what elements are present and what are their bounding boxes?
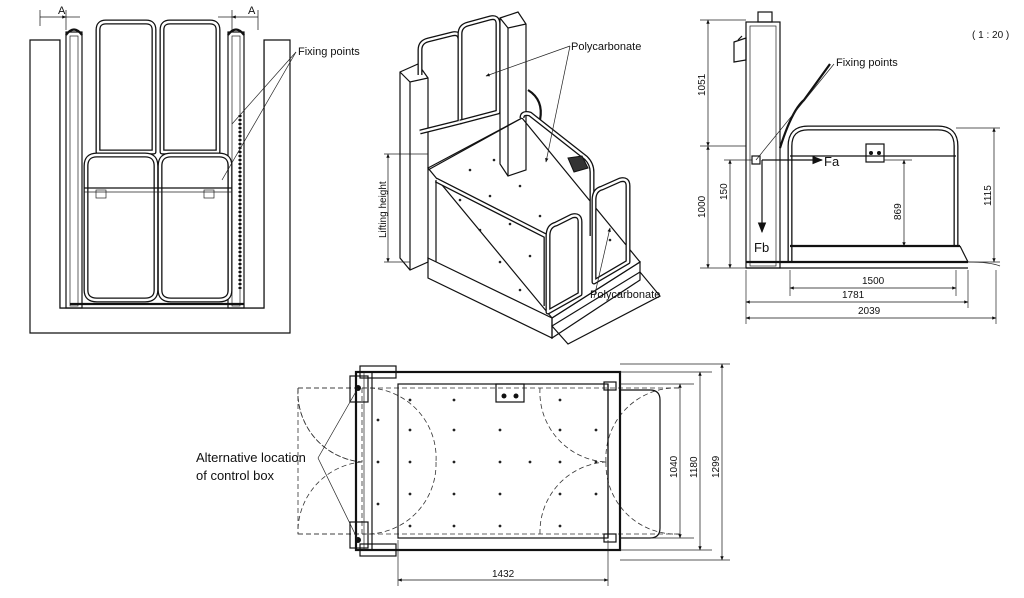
plan-frame — [354, 370, 622, 552]
dim-1500: 1500 — [862, 276, 885, 287]
side-fixing-points-label: Fixing points — [836, 57, 898, 69]
plan-view: Alternative location of control box 1432… — [196, 363, 730, 586]
iso-ramp — [551, 271, 661, 345]
alt-location-line2: of control box — [196, 468, 275, 483]
dim-1115: 1115 — [983, 185, 994, 206]
scale-label: ( 1 : 20 ) — [972, 30, 1009, 41]
dim-1781: 1781 — [842, 290, 865, 301]
isometric-view: Lifting height Polycarbonate Polycarbona… — [378, 11, 661, 345]
dim-2039: 2039 — [858, 306, 881, 317]
force-b-label: Fb — [754, 240, 769, 255]
iso-gate-right — [591, 177, 631, 285]
polycarbonate-bottom-label: Polycarbonate — [590, 289, 660, 301]
dim-1299: 1299 — [711, 455, 722, 478]
dim-1432: 1432 — [492, 569, 515, 580]
dim-1040: 1040 — [669, 455, 680, 478]
lifting-height-label: Lifting height — [378, 181, 389, 238]
iso-platform — [427, 117, 641, 319]
dim-a-left: A — [58, 5, 66, 17]
alt-location-line1: Alternative location — [196, 450, 306, 465]
dim-1180: 1180 — [689, 456, 700, 478]
dim-1000: 1000 — [697, 195, 708, 218]
dim-a-right: A — [248, 5, 256, 17]
dim-1051: 1051 — [697, 73, 708, 96]
force-a-label: Fa — [824, 154, 840, 169]
side-cage — [787, 125, 959, 262]
side-column — [745, 21, 781, 269]
front-fixing-points-label: Fixing points — [298, 46, 360, 58]
side-view: ( 1 : 20 ) Fa Fb Fixing points — [697, 11, 1009, 324]
dim-869: 869 — [893, 203, 904, 220]
dim-150: 150 — [719, 183, 730, 200]
left-column — [65, 31, 83, 309]
polycarbonate-top-label: Polycarbonate — [571, 41, 641, 53]
front-view: A A Fixing points — [29, 5, 360, 334]
